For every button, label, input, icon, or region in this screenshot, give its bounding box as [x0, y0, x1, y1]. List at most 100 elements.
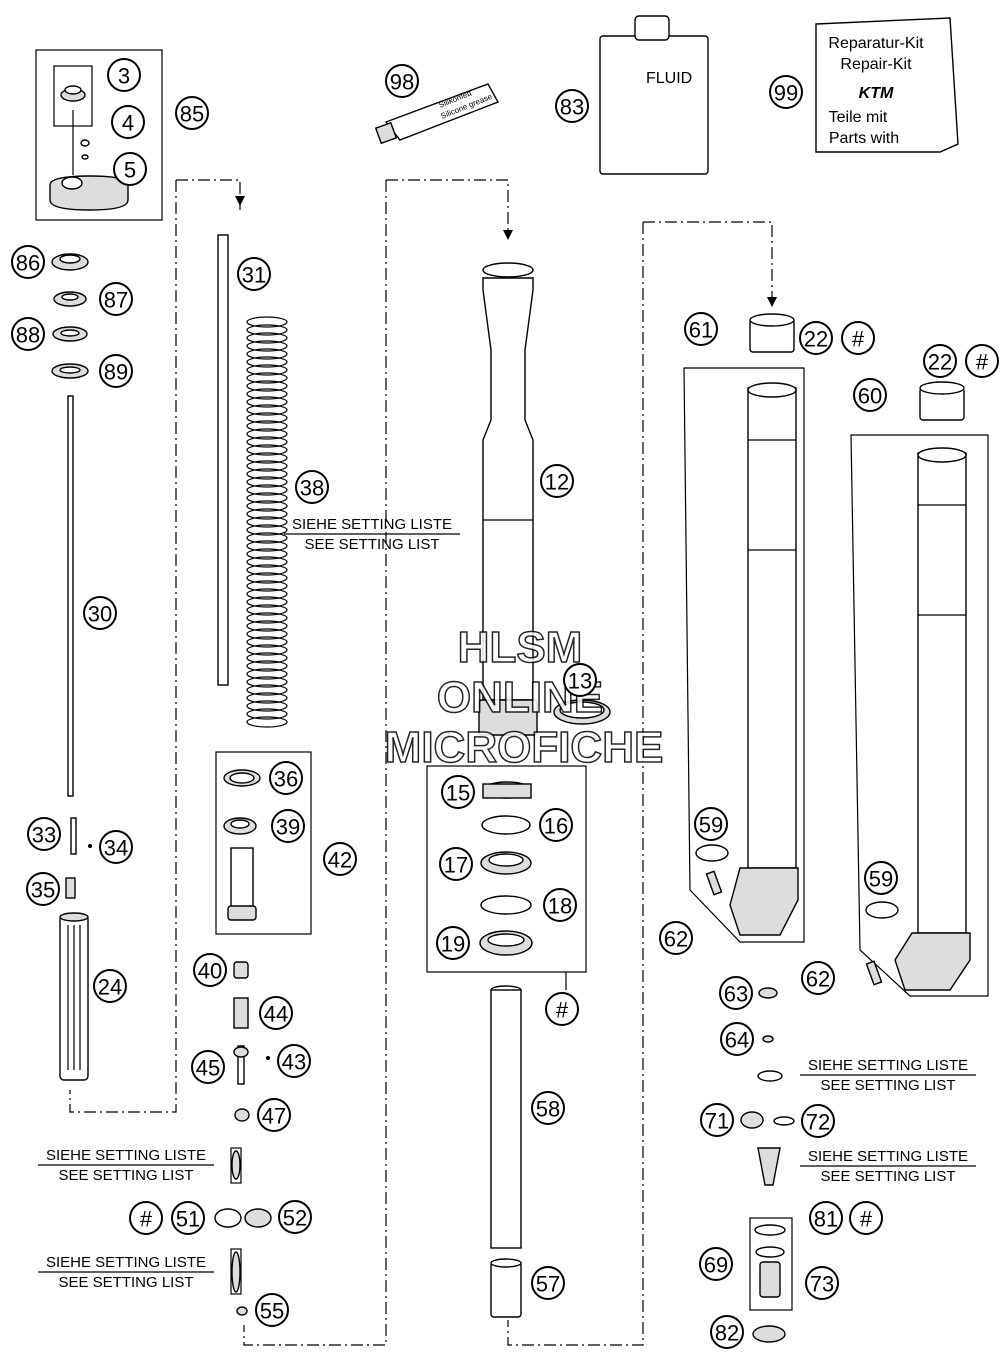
callout-number: # — [852, 327, 865, 352]
callout-85: 85 — [175, 96, 209, 130]
spring-coil — [246, 620, 288, 632]
callout-circle — [694, 807, 728, 841]
callout-circle — [684, 312, 718, 346]
callout-40: 40 — [193, 953, 227, 987]
callout-17: 17 — [439, 847, 473, 881]
cartridge-24 — [59, 912, 89, 1081]
callout-number: 30 — [88, 602, 112, 627]
callout-number: 86 — [16, 251, 40, 276]
callout-number: 31 — [242, 263, 266, 288]
callout-circle — [439, 847, 473, 881]
callout-circle — [799, 321, 833, 355]
callout-circle — [27, 817, 61, 851]
callout-number: # — [556, 998, 569, 1023]
callout-number: 64 — [725, 1028, 749, 1053]
callout-number: 87 — [104, 288, 128, 313]
spring-coil — [246, 588, 288, 600]
spring-coil — [246, 324, 288, 336]
spring-coil — [246, 340, 288, 352]
callout-63: 63 — [719, 976, 753, 1010]
callout-number: 42 — [328, 848, 352, 873]
callout-number: 62 — [806, 967, 830, 992]
spring-coil — [246, 652, 288, 664]
callout-circle — [323, 842, 357, 876]
callout-number: 12 — [545, 470, 569, 495]
callout-43: 43 — [277, 1044, 311, 1078]
callout-circle — [769, 75, 803, 109]
callout-number: 60 — [858, 384, 882, 409]
outer-tube-61 — [695, 313, 799, 936]
callout-18: 18 — [543, 888, 577, 922]
callout-circle — [965, 344, 999, 378]
tube-58-57 — [490, 985, 522, 1318]
callout-circle — [99, 830, 133, 864]
valve-parts-40-55 — [214, 961, 272, 1316]
callout-number: 57 — [536, 1272, 560, 1297]
spring-coil — [246, 468, 288, 480]
callout-15: 15 — [441, 775, 475, 809]
callout-circle — [237, 257, 271, 291]
callout-circle — [719, 976, 753, 1010]
callout-22bh: # — [965, 344, 999, 378]
spring-coil — [246, 564, 288, 576]
small-parts-33-35 — [65, 817, 92, 899]
callout-number: 61 — [689, 318, 713, 343]
callout-circle — [853, 378, 887, 412]
callout-circle — [531, 1266, 565, 1300]
callout-59b: 59 — [864, 861, 898, 895]
setting-note-en: SEE SETTING LIST — [58, 1274, 193, 1291]
repair-kit-line4: Parts with — [829, 130, 899, 147]
parts-36-39-42 — [223, 769, 261, 921]
callout-circle — [385, 64, 419, 98]
callout-circle — [441, 775, 475, 809]
spring-coil — [246, 316, 288, 328]
setting-note-en: SEE SETTING LIST — [58, 1167, 193, 1184]
callout-number: 73 — [810, 1272, 834, 1297]
callout-number: 52 — [283, 1206, 307, 1231]
callout-22a: 22 — [799, 321, 833, 355]
callout-number: 40 — [198, 959, 222, 984]
callout-circle — [111, 105, 145, 139]
spring-coil — [246, 364, 288, 376]
cap-assembly — [49, 85, 129, 211]
callout-45: 45 — [191, 1050, 225, 1084]
callout-number: 24 — [98, 975, 122, 1000]
repair-kit-line3: Teile mit — [829, 109, 888, 126]
setting-note-en: SEE SETTING LIST — [820, 1168, 955, 1185]
setting-note-de: SIEHE SETTING LISTE — [808, 1057, 968, 1074]
callout-64: 64 — [720, 1022, 754, 1056]
spring-coil — [246, 636, 288, 648]
spring-coil — [246, 508, 288, 520]
spring-coil — [246, 644, 288, 656]
callout-number: 89 — [104, 360, 128, 385]
callout-circle — [700, 1103, 734, 1137]
callout-number: # — [140, 1207, 153, 1232]
callout-circle — [99, 354, 133, 388]
grease-tube: Silikonfett Silicone grease — [374, 83, 500, 145]
fork-spring-38 — [246, 316, 288, 728]
callout-number: 33 — [32, 823, 56, 848]
spring-coil — [246, 428, 288, 440]
callout-number: 98 — [390, 70, 414, 95]
callout-number: 39 — [276, 815, 300, 840]
callout-circle — [699, 1247, 733, 1281]
callout-22b: 22 — [923, 344, 957, 378]
callout-30: 30 — [83, 596, 117, 630]
callout-73: 73 — [805, 1266, 839, 1300]
callout-5: 5 — [113, 152, 147, 186]
callout-88: 88 — [11, 317, 45, 351]
callout-circle — [193, 953, 227, 987]
callout-61: 61 — [684, 312, 718, 346]
callout-number: 35 — [31, 878, 55, 903]
washers-86-89 — [51, 253, 89, 379]
spring-coil — [246, 476, 288, 488]
outer-tube-60 — [865, 381, 971, 991]
callout-59a: 59 — [694, 807, 728, 841]
callout-number: 62 — [664, 927, 688, 952]
spring-coil — [246, 572, 288, 584]
setting-note-en: SEE SETTING LIST — [304, 536, 439, 553]
